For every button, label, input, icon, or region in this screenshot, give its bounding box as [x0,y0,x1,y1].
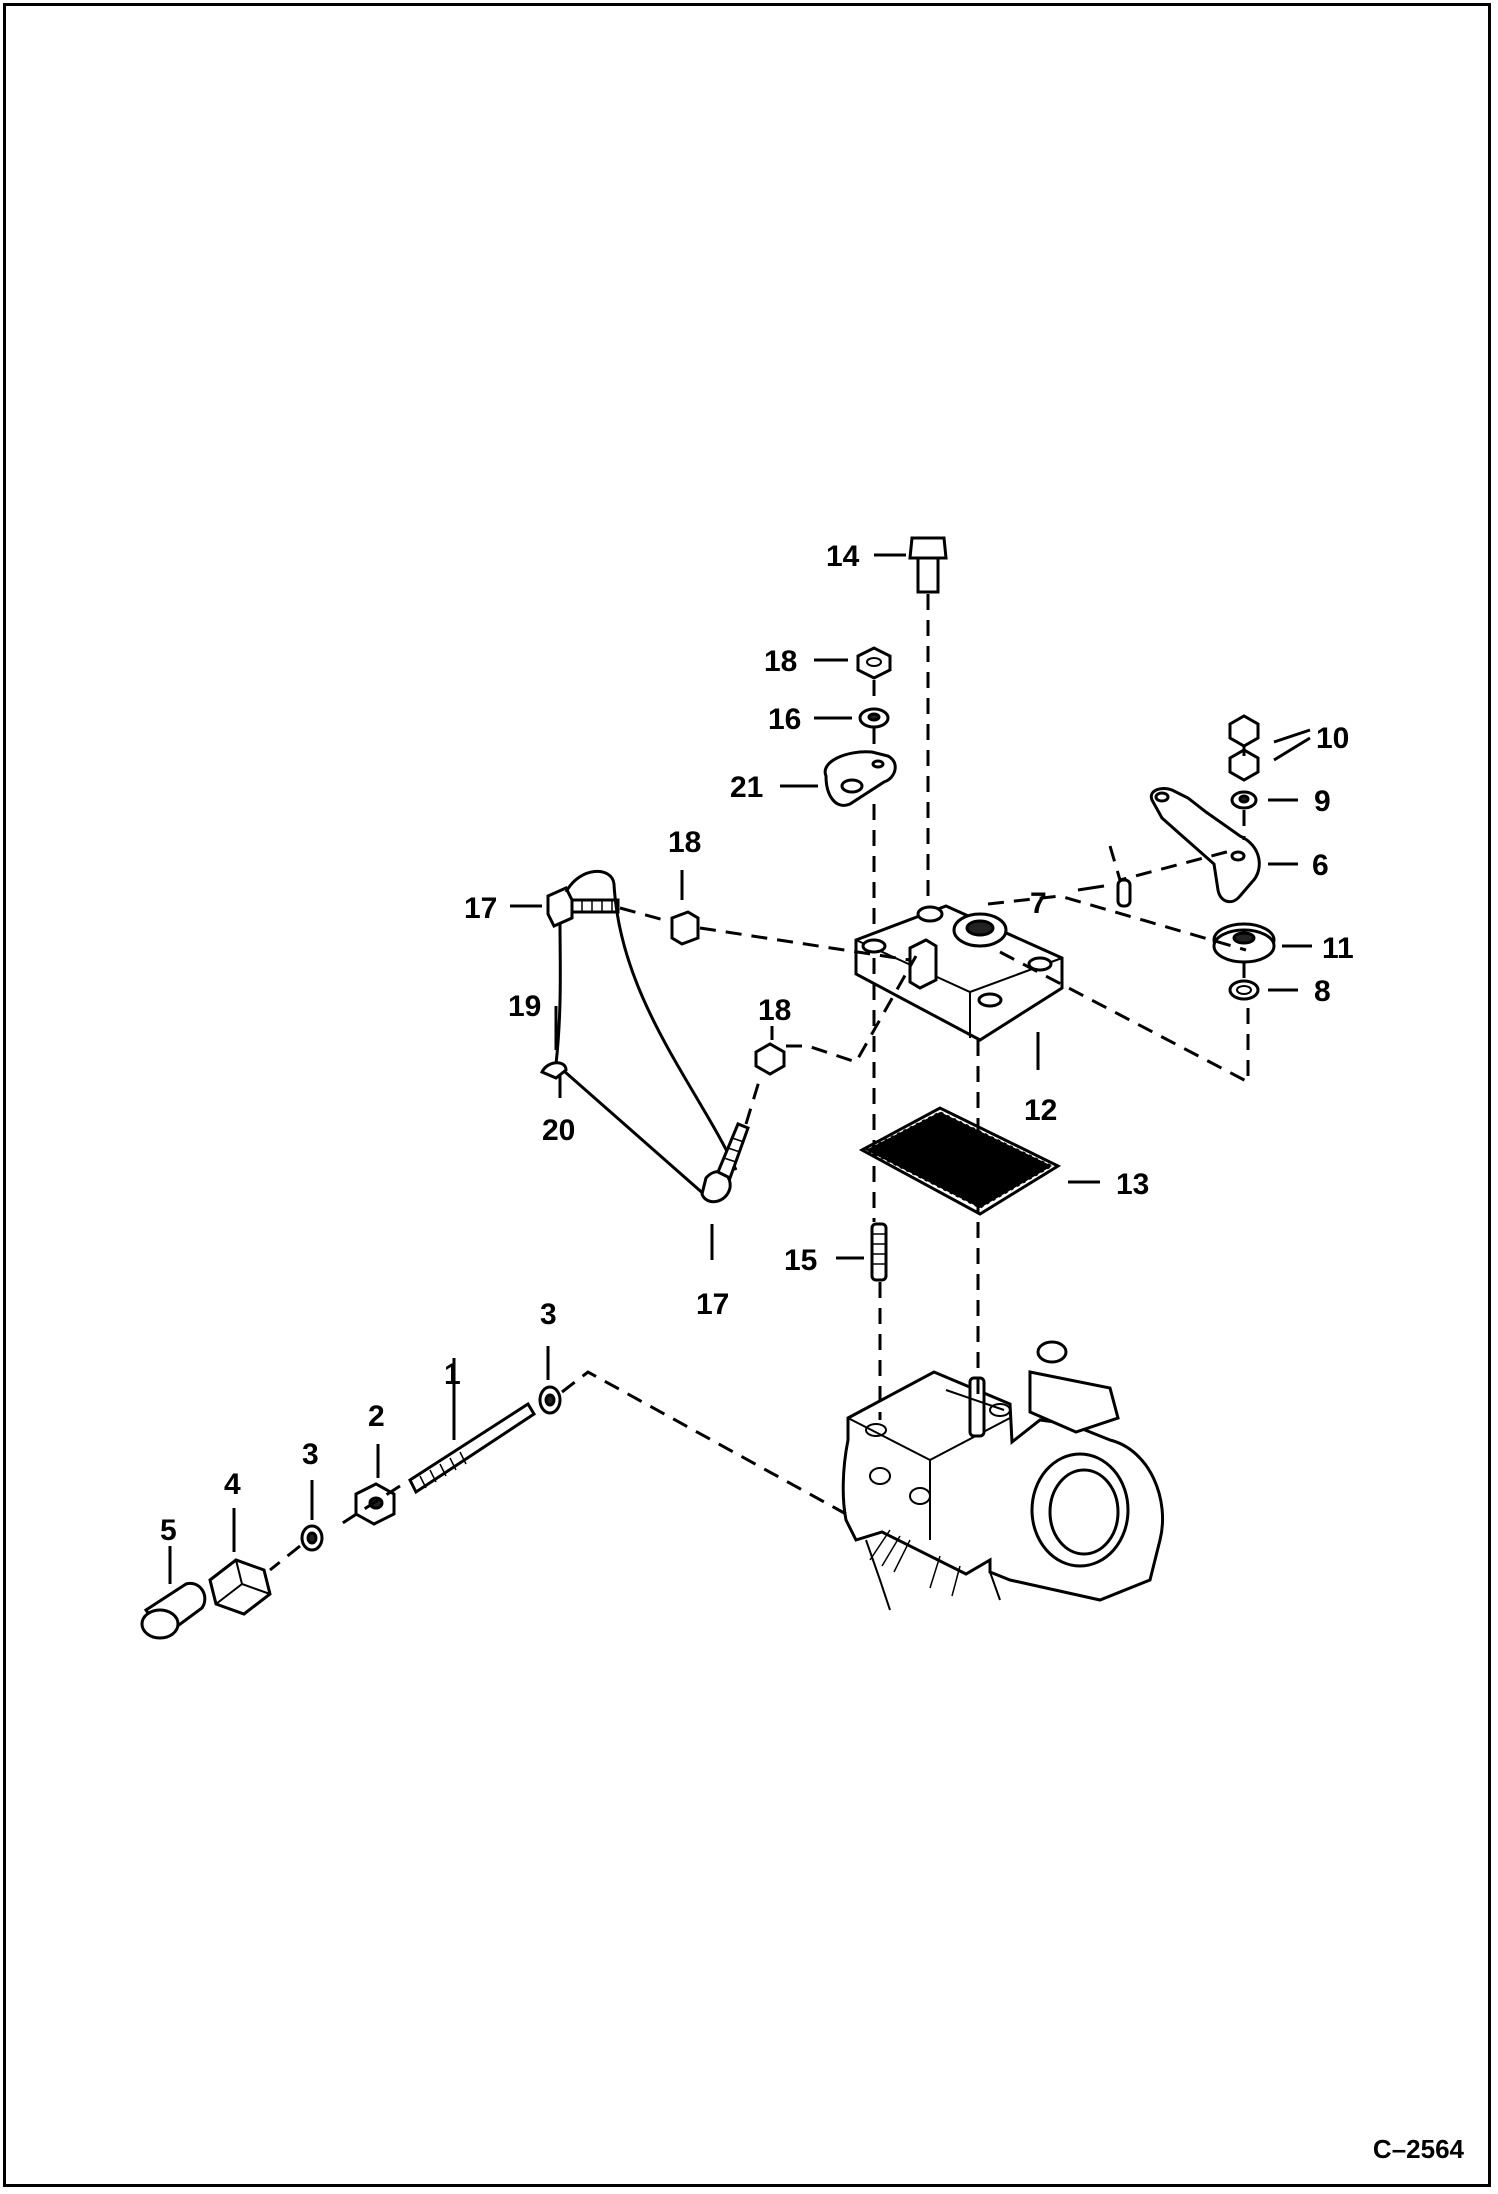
callout-18-lower: 18 [758,994,791,1027]
part-21-tab-plate [823,750,897,807]
part-6-lever [1149,786,1261,904]
callout-3-upper: 3 [540,1298,557,1331]
part-2-nut [354,1482,396,1526]
callout-16: 16 [768,703,801,736]
callout-10: 10 [1316,722,1349,755]
leader-lines [168,553,1312,1584]
callout-6: 6 [1312,849,1329,882]
callout-4: 4 [224,1468,241,1501]
part-20-clip [539,1061,568,1080]
part-5-cap [140,1581,207,1640]
callout-5: 5 [160,1514,177,1547]
drawing-frame [3,3,1491,2187]
callout-20: 20 [542,1114,575,1147]
part-14-bolt [908,536,948,594]
callout-labels: 14 18 16 21 10 9 6 7 11 8 12 13 15 18 17… [160,540,1354,1547]
part-10-nuts [1228,714,1260,782]
callout-17-upper: 17 [464,892,497,925]
callout-18-top: 18 [764,645,797,678]
part-16-washer [858,707,890,729]
part-18-nut-top [856,646,892,680]
part-17-bolt-lower [700,1122,750,1204]
part-18-nut-mid [670,910,700,946]
callout-8: 8 [1314,975,1331,1008]
part-9-washer [1230,790,1258,810]
callout-19: 19 [508,990,541,1023]
callout-3-lower: 3 [302,1438,319,1471]
part-8-o-ring [1228,979,1260,1001]
part-1-threaded-rod [408,1401,537,1495]
part-11-flat-washer [1212,922,1276,964]
pump-housing-base [841,1340,1165,1611]
callout-7: 7 [1030,887,1047,920]
part-15-stud [870,1222,888,1282]
callout-21: 21 [730,771,763,804]
part-13-gasket [858,1106,1062,1216]
callout-15: 15 [784,1244,817,1277]
part-17-bolt-upper [546,886,620,928]
callout-9: 9 [1314,785,1331,818]
callout-18-mid: 18 [668,826,701,859]
assembly-lines [269,594,1250,1572]
callout-14: 14 [826,540,860,573]
callout-13: 13 [1116,1168,1149,1201]
part-19-cable [554,869,738,1198]
part-18-nut-lower [754,1042,786,1076]
part-3-washer-lower [300,1524,324,1552]
part-3-washer-upper [538,1385,562,1415]
drawing-code: C–2564 [1373,2134,1465,2164]
part-7-key [1116,878,1132,908]
part-12-cover-housing [854,904,1064,1042]
callout-1: 1 [444,1358,461,1391]
callout-12: 12 [1024,1094,1057,1127]
callout-17-lower: 17 [696,1288,729,1321]
callout-2: 2 [368,1400,385,1433]
callout-11: 11 [1322,932,1354,965]
part-4-hex-coupler [208,1558,272,1616]
